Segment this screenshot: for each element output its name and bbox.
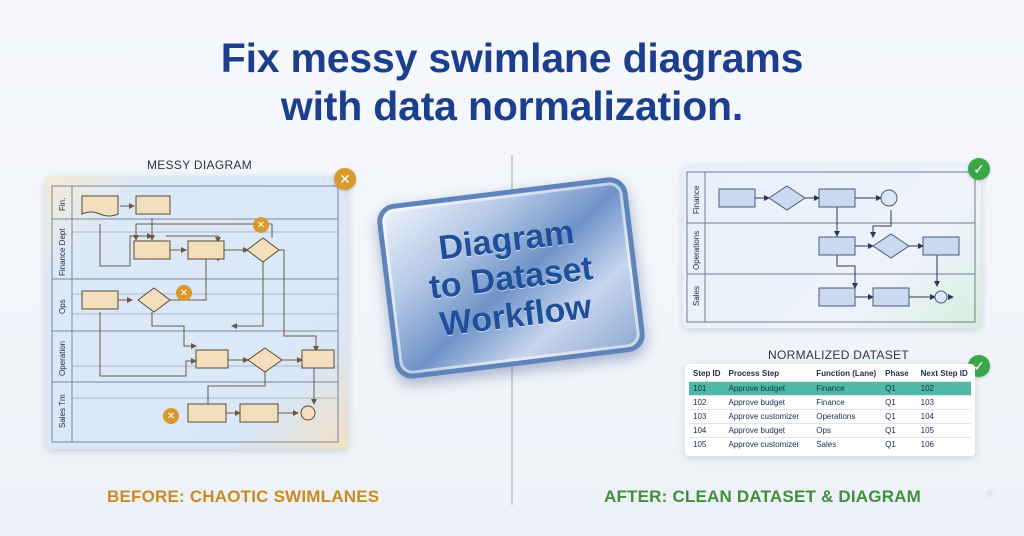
table-cell: 102 [916, 380, 971, 395]
svg-text:✕: ✕ [180, 288, 188, 299]
headline-line-1: Fix messy swimlane diagrams [220, 35, 804, 81]
dataset-table-wrap: Step ID Process Step Function (Lane) Pha… [685, 364, 975, 456]
messy-lane-label-4: Sales Tm [58, 394, 67, 428]
clean-lane-label-0: Finance [692, 185, 701, 214]
messy-diagram-svg: Fin. Finance Dept Ops Operation Sales Tm [51, 185, 339, 443]
messy-diagram-label: MESSY DIAGRAM [147, 158, 253, 172]
table-cell: Finance [812, 394, 882, 409]
table-row: 104 Approve budget Ops Q1 105 [689, 422, 971, 437]
table-cell: 104 [916, 408, 971, 423]
col-process-step: Process Step [728, 368, 780, 378]
table-cell: Q1 [881, 422, 917, 437]
table-cell: Approve budget [724, 394, 813, 409]
table-cell: 106 [916, 436, 971, 451]
messy-diagram-panel: Fin. Finance Dept Ops Operation Sales Tm [46, 176, 348, 449]
table-row: 105 Approve customizer Sales Q1 106 [689, 436, 971, 451]
svg-text:✕: ✕ [257, 220, 265, 231]
table-cell: 103 [689, 408, 725, 423]
dataset-header-row: Step ID Process Step Function (Lane) Pha… [689, 366, 971, 381]
workflow-plate: Diagram to Dataset Workflow [375, 175, 647, 381]
messy-error-badge-icon: ✕ [334, 168, 356, 190]
table-cell: 101 [689, 380, 725, 395]
table-cell: 104 [689, 422, 725, 437]
table-cell: Finance [812, 380, 882, 395]
clean-lane-label-1: Operations [692, 231, 701, 270]
table-cell: Approve budget [724, 422, 813, 437]
messy-lane-label-0: Fin. [58, 198, 67, 211]
headline: Fix messy swimlane diagrams with data no… [0, 34, 1024, 130]
table-row: 103 Approve customizer Operations Q1 104 [689, 408, 971, 423]
table-cell: Q1 [881, 380, 917, 395]
clean-diagram-check-icon: ✓ [968, 158, 990, 180]
table-cell: 102 [689, 394, 725, 409]
after-caption: AFTER: CLEAN DATASET & DIAGRAM [604, 487, 922, 506]
table-cell: Operations [812, 408, 882, 423]
messy-lane-label-1: Finance Dept [58, 228, 67, 276]
table-cell: Q1 [881, 436, 917, 451]
messy-lane-label-2: Ops [58, 299, 67, 314]
col-next-step-id: Next Step ID [920, 368, 968, 378]
table-cell: 105 [689, 436, 725, 451]
col-step-id: Step ID [693, 368, 721, 378]
headline-line-2: with data normalization. [280, 83, 744, 129]
table-row: 101 Approve budget Finance Q1 102 [689, 380, 971, 395]
messy-lane-label-3: Operation [58, 341, 67, 376]
table-cell: Ops [812, 422, 882, 437]
before-caption: BEFORE: CHAOTIC SWIMLANES [107, 487, 380, 506]
col-phase: Phase [885, 368, 909, 378]
col-function-lane: Function (Lane) [816, 368, 877, 378]
svg-text:✕: ✕ [167, 411, 175, 422]
clean-diagram-svg: Finance Operations Sales [686, 171, 976, 323]
clean-diagram-panel: Finance Operations Sales [683, 166, 981, 328]
table-cell: Approve customizer [724, 436, 813, 451]
table-cell: 105 [916, 422, 971, 437]
table-cell: Sales [812, 436, 882, 451]
sparkle-icon: ✦ [982, 484, 998, 504]
table-cell: 103 [916, 394, 971, 409]
workflow-plate-text: Diagram to Dataset Workflow [384, 207, 638, 350]
clean-lane-label-2: Sales [692, 286, 701, 306]
table-cell: Approve budget [724, 380, 813, 395]
table-row: 102 Approve budget Finance Q1 103 [689, 394, 971, 409]
table-cell: Approve customizer [724, 408, 813, 423]
dataset-table: Step ID Process Step Function (Lane) Pha… [689, 366, 971, 451]
table-cell: Q1 [881, 408, 917, 423]
dataset-label: NORMALIZED DATASET [768, 348, 909, 362]
table-cell: Q1 [881, 394, 917, 409]
